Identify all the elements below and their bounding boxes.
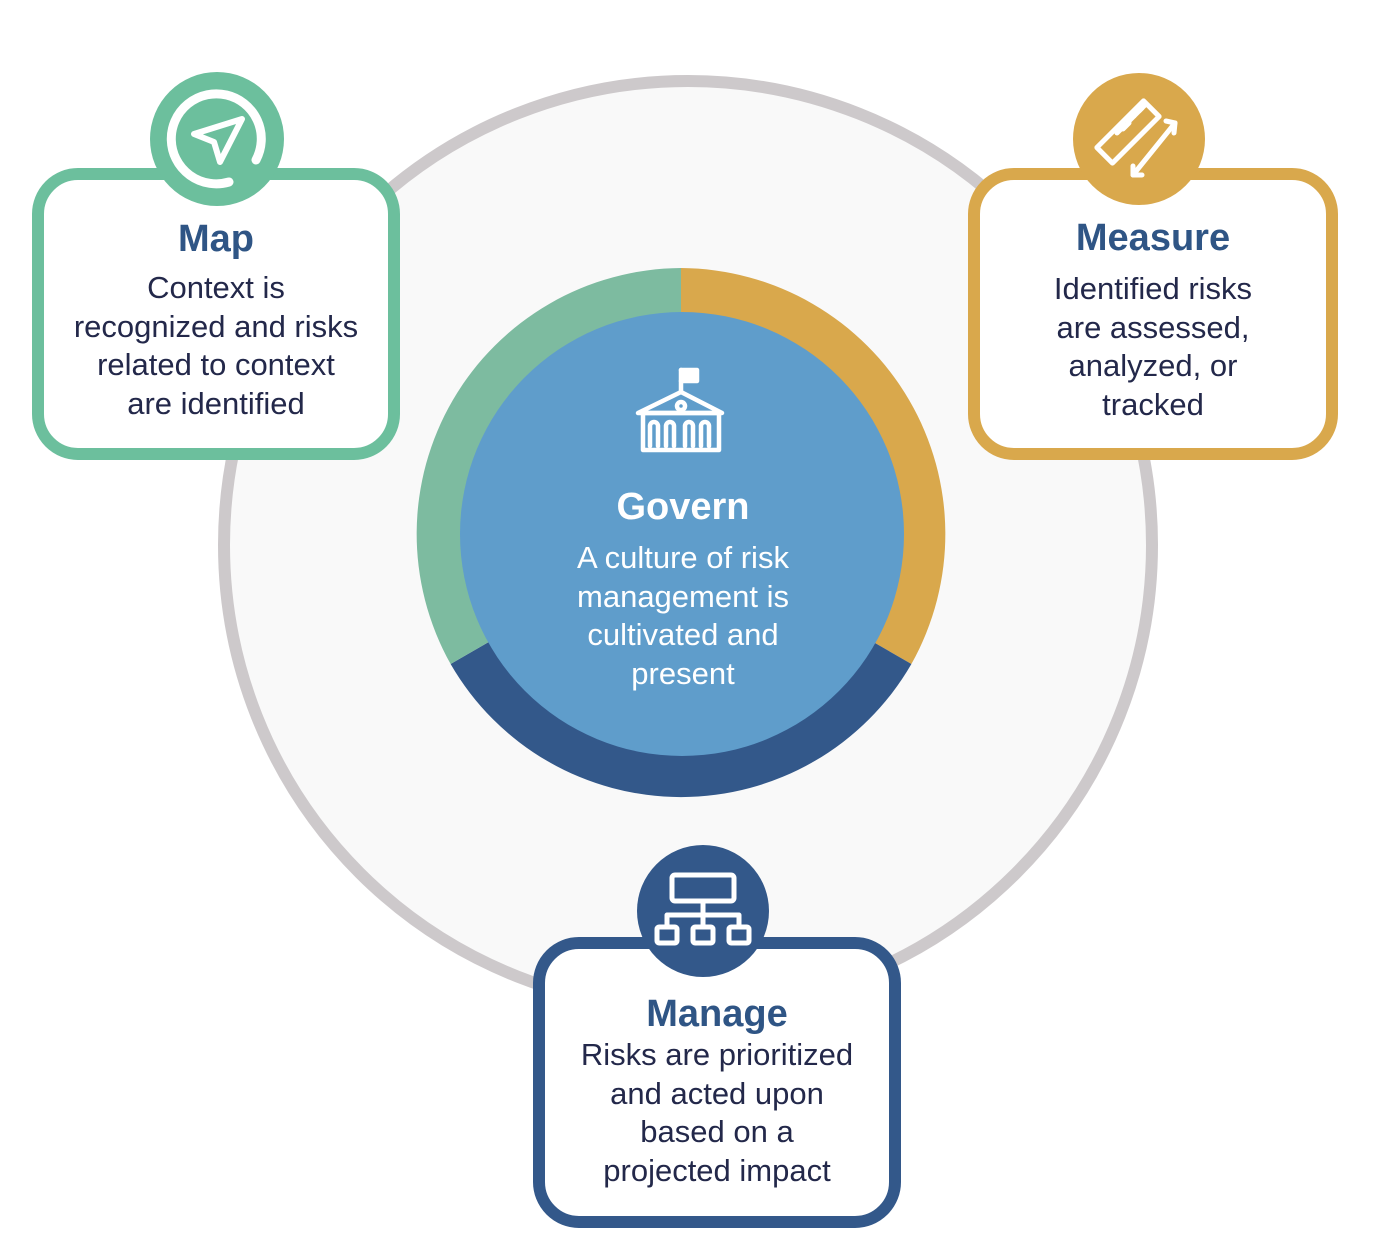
govern-desc-line: management is (577, 578, 789, 614)
measure-desc-line: analyzed, or (1068, 348, 1238, 383)
measure-desc-line: are assessed, (1056, 309, 1250, 345)
map-desc-line: related to context (97, 347, 335, 382)
ring-segment-measure (681, 268, 946, 664)
hierarchy-icon (654, 872, 752, 946)
measure-badge (1073, 73, 1205, 205)
navigation-arrow-icon (166, 89, 266, 189)
map-title: Map (178, 218, 254, 260)
measure-card: Measure Identified risks are assessed, a… (968, 168, 1338, 460)
manage-title: Manage (646, 993, 788, 1035)
map-desc-line: Context is (147, 270, 285, 305)
govern-description: A culture of risk management is cultivat… (460, 539, 906, 693)
manage-desc-line: projected impact (603, 1152, 831, 1188)
ring-segment-map (416, 268, 681, 664)
govern-desc-line: A culture of risk (577, 540, 789, 575)
ruler-icon (1094, 98, 1178, 178)
map-desc-line: recognized and risks (73, 308, 359, 344)
map-card: Map Context is recognized and risks rela… (32, 168, 400, 460)
manage-desc-line: and acted upon (610, 1075, 824, 1111)
map-desc-line: are identified (127, 385, 305, 421)
map-badge (150, 72, 284, 206)
ring-segment-manage (450, 641, 912, 798)
manage-card: Manage Risks are prioritized and acted u… (533, 937, 901, 1228)
govern-core (460, 312, 904, 756)
measure-desc-line: Identified risks (1053, 271, 1253, 306)
govern-desc-line: cultivated and (587, 617, 779, 652)
manage-desc-line: Risks are prioritized (580, 1037, 854, 1072)
measure-title: Measure (1075, 217, 1231, 259)
building-icon (635, 367, 725, 453)
govern-desc-line: present (631, 655, 735, 691)
manage-desc-line: based on a (640, 1114, 794, 1149)
measure-desc-line: tracked (1102, 386, 1204, 422)
govern-title: Govern (616, 486, 750, 528)
manage-badge (637, 845, 769, 977)
